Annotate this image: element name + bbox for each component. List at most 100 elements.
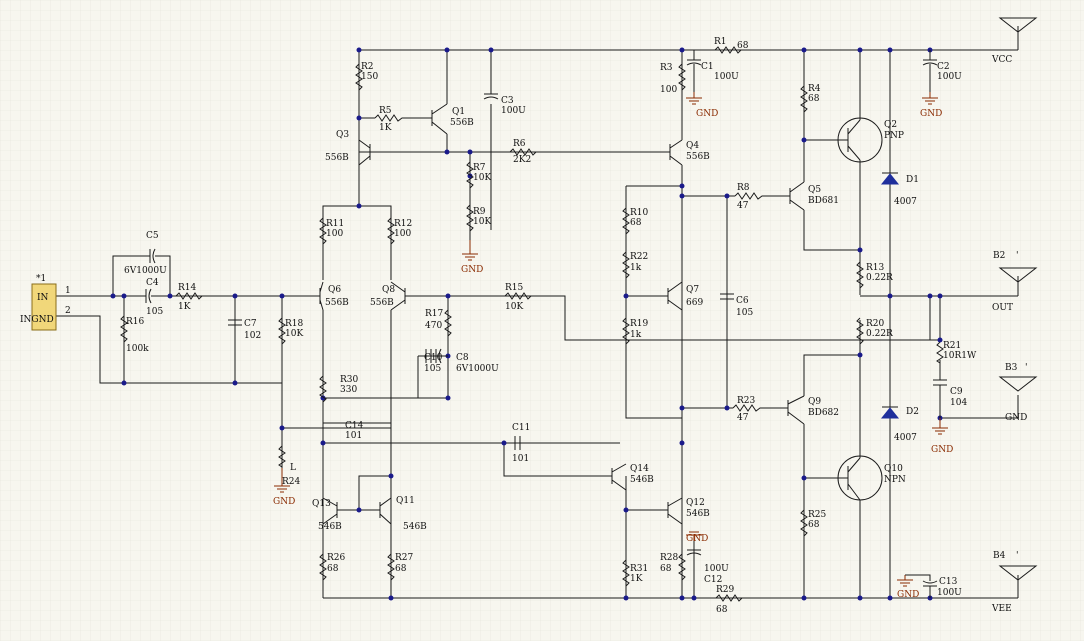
value-Q10: NPN	[884, 475, 906, 485]
value-Q7: 669	[686, 298, 703, 308]
value-Q8: 556B	[370, 298, 394, 308]
label-R30: R30	[340, 375, 359, 385]
value-R13: 0.22R	[866, 273, 893, 283]
value-R24: L	[290, 463, 296, 473]
C2-body	[922, 50, 938, 92]
label-R28: R28	[660, 553, 679, 563]
Q2-symbol	[837, 117, 883, 163]
label-C1: C1	[701, 62, 714, 72]
value-C5: 6V1000U	[124, 266, 167, 276]
value-C11: 101	[512, 454, 529, 464]
value-D1: 4007	[894, 197, 917, 207]
value-R20: 0.22R	[866, 329, 893, 339]
value-Q11: 546B	[403, 522, 427, 532]
R22-body	[622, 251, 630, 279]
R27-body	[387, 553, 395, 581]
b3-port	[998, 376, 1038, 392]
label-C9: C9	[950, 387, 963, 397]
label-R3: R3	[660, 63, 673, 73]
R26-body	[319, 553, 327, 581]
value-R29: 68	[716, 605, 728, 615]
label-R14: R14	[178, 283, 197, 293]
value-Q3: 556B	[325, 153, 349, 163]
R3-body	[678, 63, 686, 91]
label-Q7: Q7	[686, 285, 699, 295]
value-R25: 68	[808, 520, 820, 530]
C9-body	[933, 379, 947, 418]
label-C10: C10	[424, 353, 443, 363]
value-Q2: PNP	[884, 131, 904, 141]
gnd-c1	[686, 92, 702, 105]
label-R19: R19	[630, 319, 649, 329]
vee-label: VEE	[991, 604, 1012, 614]
R18-body	[278, 317, 286, 345]
label-R12: R12	[394, 219, 412, 229]
R8-body	[734, 192, 765, 200]
label-R22: R22	[630, 252, 648, 262]
transistors	[319, 103, 883, 525]
connector-pin-in-label: IN	[37, 293, 49, 303]
R12-body	[387, 217, 395, 245]
out-label: OUT	[992, 303, 1013, 313]
label-R2: R2	[361, 62, 374, 72]
label-Q14: Q14	[630, 464, 649, 474]
value-C7: 102	[244, 331, 261, 341]
C13-body	[905, 574, 938, 598]
value-Q9: BD682	[808, 408, 839, 418]
value-C9: 104	[950, 398, 967, 408]
diodes	[880, 172, 900, 419]
value-Q14: 546B	[630, 475, 654, 485]
C10-body	[418, 349, 436, 363]
value-Q4: 556B	[686, 152, 710, 162]
connector-ref: *1	[36, 274, 46, 284]
R9-body	[466, 204, 474, 232]
label-R24: R24	[282, 477, 301, 487]
label-R1: R1	[714, 37, 727, 47]
value-D2: 4007	[894, 433, 917, 443]
value-R30: 330	[340, 385, 357, 395]
value-R1: 68	[737, 41, 749, 51]
value-R9: 10K	[473, 217, 491, 227]
label-C3: C3	[501, 96, 514, 106]
label-R15: R15	[505, 283, 524, 293]
R17-body	[444, 309, 452, 337]
C14-body	[323, 422, 391, 429]
net-labels: GND GND GND GND GND GND GND VCC OUT VEE …	[273, 55, 1027, 614]
label-R26: R26	[327, 553, 346, 563]
value-C8: 6V1000U	[456, 364, 499, 374]
label-D2: D2	[906, 407, 919, 417]
value-R2: 150	[361, 72, 378, 82]
R4-body	[800, 85, 808, 113]
label-Q4: Q4	[686, 141, 699, 151]
value-R28: 68	[660, 564, 672, 574]
R7-body	[466, 161, 474, 189]
R25-body	[800, 509, 808, 537]
connector-pin-2: 2	[65, 306, 71, 316]
label-R25: R25	[808, 510, 827, 520]
C5-body	[141, 248, 164, 264]
b4-label: B4	[993, 551, 1006, 561]
value-R3: 100	[660, 85, 677, 95]
label-C2: C2	[937, 62, 950, 72]
Q3-symbol	[358, 139, 371, 166]
R31-body	[622, 559, 630, 587]
label-R9: R9	[473, 207, 486, 217]
gnd-r24	[274, 468, 290, 493]
label-Q1: Q1	[452, 107, 465, 117]
Q4-symbol	[669, 139, 683, 166]
Q13-symbol	[322, 497, 338, 525]
b2-tick: '	[1016, 251, 1018, 261]
Q7-symbol	[667, 281, 683, 311]
input-connector[interactable]: *1 IN INGND 1 2	[20, 274, 71, 331]
gnd-c13	[897, 575, 913, 587]
value-C14: 101	[345, 431, 362, 441]
R19-body	[622, 317, 630, 345]
label-R11: R11	[326, 219, 344, 229]
b3-label: B3	[1005, 363, 1018, 373]
label-C12: C12	[704, 575, 722, 585]
value-Q5: BD681	[808, 196, 839, 206]
C11-body	[514, 436, 521, 450]
Q12-symbol	[667, 497, 683, 525]
value-R16: 100k	[126, 344, 149, 354]
gnd-label-b3: GND	[1005, 413, 1027, 423]
